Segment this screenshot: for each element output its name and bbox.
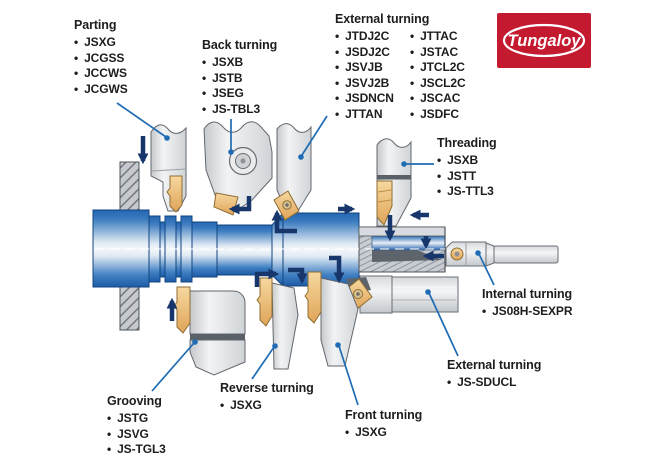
tool-series-item: JSXG bbox=[345, 425, 422, 441]
tool-series-item: JSTG bbox=[107, 411, 166, 427]
front-turning-tool bbox=[304, 271, 359, 367]
group-parting: Parting JSXG JCGSS JCCWS JCGWS bbox=[74, 18, 128, 97]
group-title: External turning bbox=[447, 358, 542, 372]
external-turning-tool-bottom bbox=[343, 275, 459, 314]
group-title: Internal turning bbox=[482, 287, 573, 301]
external-turning-tool-top bbox=[273, 123, 312, 221]
group-items: JSXB JSTB JSEG JS-TBL3 bbox=[202, 55, 277, 117]
group-title: Back turning bbox=[202, 38, 278, 52]
group-items: JSXG JCGSS JCCWS JCGWS bbox=[74, 35, 128, 97]
group-title: External turning bbox=[335, 12, 430, 26]
tool-series-item: JSXB bbox=[437, 153, 497, 169]
tool-series-item: JCCWS bbox=[74, 66, 128, 82]
reverse-turning-tool bbox=[256, 277, 299, 370]
tool-series-item: JTTAN bbox=[335, 107, 396, 123]
tool-series-item: JSTAC bbox=[410, 45, 466, 61]
group-title: Front turning bbox=[345, 408, 423, 422]
threading-tool bbox=[376, 138, 412, 227]
group-grooving: Grooving JSTG JSVG JS-TGL3 bbox=[107, 394, 166, 458]
tool-series-item: JSXG bbox=[74, 35, 128, 51]
tool-series-item: JS08H-SEXPR bbox=[482, 304, 572, 320]
tungaloy-logo-art: Tungaloy bbox=[502, 23, 586, 58]
group-items: JSTG JSVG JS-TGL3 bbox=[107, 411, 166, 458]
group-threading: Threading JSXB JSTT JS-TTL3 bbox=[437, 136, 497, 200]
tool-series-item: JTDJ2C bbox=[335, 29, 396, 45]
tool-series-item: JTCL2C bbox=[410, 60, 466, 76]
group-external-turning-bottom: External turning JS-SDUCL bbox=[447, 358, 541, 391]
group-items: JSXG bbox=[345, 425, 422, 441]
tool-series-item: JSVJ2B bbox=[335, 76, 396, 92]
tool-series-item: JSVG bbox=[107, 427, 166, 443]
tool-series-item: JSVJB bbox=[335, 60, 396, 76]
group-title: Grooving bbox=[107, 394, 162, 408]
group-columns: JTDJ2C JSDJ2C JSVJB JSVJ2B JSDNCN JTTAN … bbox=[335, 26, 466, 122]
group-title: Parting bbox=[74, 18, 117, 32]
callout-lines bbox=[116, 102, 495, 406]
logo-text: Tungaloy bbox=[507, 32, 581, 50]
tool-series-item: JSXB bbox=[202, 55, 277, 71]
group-internal-turning: Internal turning JS08H-SEXPR bbox=[482, 287, 572, 320]
tool-series-item: JSCL2C bbox=[410, 76, 466, 92]
tool-series-item: JSDNCN bbox=[335, 91, 396, 107]
group-items: JS08H-SEXPR bbox=[482, 304, 572, 320]
tool-series-item: JS-TTL3 bbox=[437, 184, 497, 200]
group-items-col1: JTDJ2C JSDJ2C JSVJB JSVJ2B JSDNCN JTTAN bbox=[335, 29, 396, 122]
group-items: JSXG bbox=[220, 398, 314, 414]
group-front-turning: Front turning JSXG bbox=[345, 408, 422, 441]
feed-arrows bbox=[137, 136, 444, 321]
tool-series-item: JS-SDUCL bbox=[447, 375, 541, 391]
group-back-turning: Back turning JSXB JSTB JSEG JS-TBL3 bbox=[202, 38, 277, 117]
tool-series-item: JSCAC bbox=[410, 91, 466, 107]
group-items-col2: JTTAC JSTAC JTCL2C JSCL2C JSCAC JSDFC bbox=[410, 29, 466, 122]
group-items: JS-SDUCL bbox=[447, 375, 541, 391]
tungaloy-logo: Tungaloy bbox=[497, 13, 591, 68]
grooving-tool bbox=[173, 286, 246, 376]
tool-series-item: JS-TGL3 bbox=[107, 442, 166, 458]
parting-tool bbox=[150, 124, 187, 213]
boring-bar bbox=[445, 241, 559, 267]
tool-series-item: JSEG bbox=[202, 86, 277, 102]
back-turning-tool bbox=[203, 121, 273, 216]
group-title: Threading bbox=[437, 136, 497, 150]
group-title: Reverse turning bbox=[220, 381, 314, 395]
tool-series-item: JSTT bbox=[437, 169, 497, 185]
tool-series-item: JCGSS bbox=[74, 51, 128, 67]
group-items: JSXB JSTT JS-TTL3 bbox=[437, 153, 497, 200]
tool-series-item: JTTAC bbox=[410, 29, 466, 45]
tool-series-item: JSDFC bbox=[410, 107, 466, 123]
group-external-turning-top: External turning JTDJ2C JSDJ2C JSVJB JSV… bbox=[335, 12, 466, 122]
tool-series-item: JCGWS bbox=[74, 82, 128, 98]
tool-series-item: JSTB bbox=[202, 71, 277, 87]
tool-series-item: JSDJ2C bbox=[335, 45, 396, 61]
tool-series-item: JS-TBL3 bbox=[202, 102, 277, 118]
group-reverse-turning: Reverse turning JSXG bbox=[220, 381, 314, 414]
tool-series-item: JSXG bbox=[220, 398, 314, 414]
